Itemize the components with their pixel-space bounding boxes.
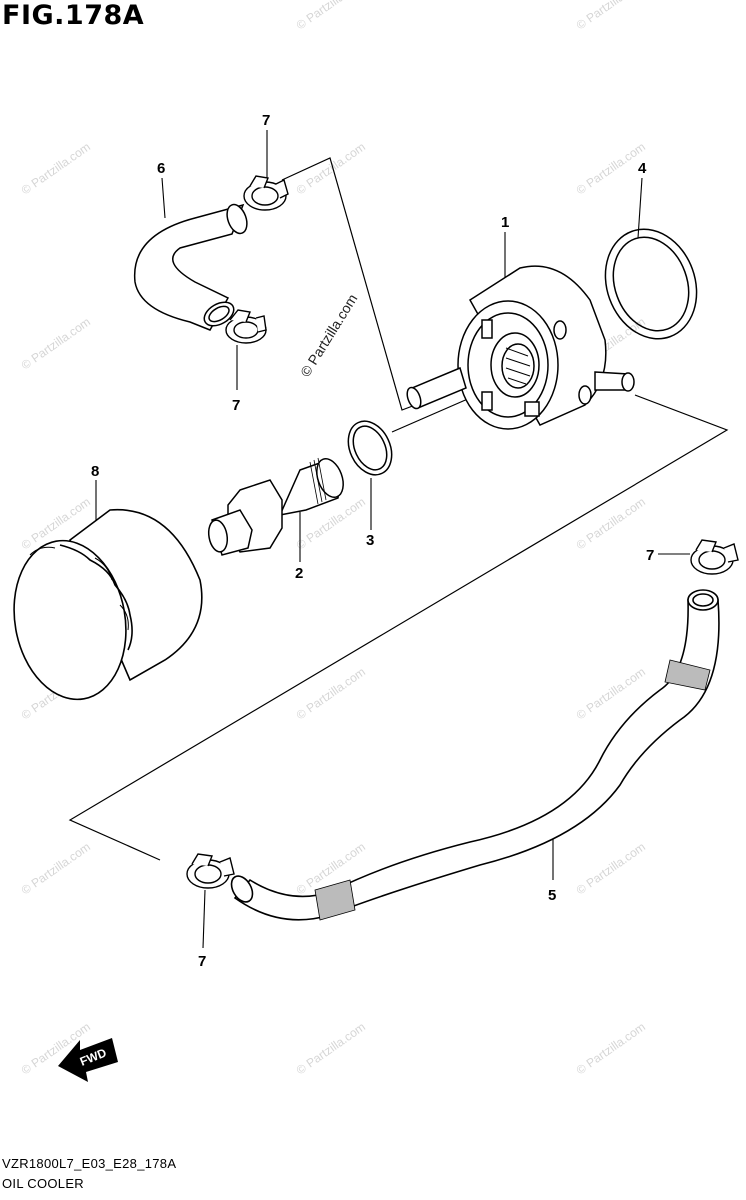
clamp-4 [186, 853, 235, 889]
callout-part-7: 7 [262, 112, 270, 129]
watermark: © Partzilla.com [294, 1020, 368, 1078]
hose-lower [230, 589, 720, 921]
callout-part-5: 5 [548, 887, 556, 904]
oil-cooler [406, 265, 635, 430]
union-bolt [207, 457, 344, 556]
leader-lines [95, 130, 690, 949]
watermark: © Partzilla.com [19, 315, 93, 373]
watermark-center: © Partzilla.com [297, 291, 361, 379]
hose-upper [133, 203, 248, 331]
watermark: © Partzilla.com [294, 665, 368, 723]
clamp-1 [243, 175, 289, 211]
watermark: © Partzilla.com [574, 840, 648, 898]
callout-part-7: 7 [646, 547, 654, 564]
clamp-2 [225, 309, 267, 344]
watermark: © Partzilla.com [574, 495, 648, 553]
footer-name: OIL COOLER [2, 1176, 84, 1191]
watermark: © Partzilla.com [19, 140, 93, 198]
watermark: © Partzilla.com [294, 140, 368, 198]
callouts: 7 6 7 1 4 3 2 8 7 5 7 [91, 112, 654, 970]
watermark: © Partzilla.com [574, 1020, 648, 1078]
watermark: © Partzilla.com [294, 0, 368, 32]
watermark: © Partzilla.com [574, 140, 648, 198]
callout-part-8: 8 [91, 463, 99, 480]
oil-filter [13, 508, 203, 701]
o-ring-large [604, 228, 698, 340]
callout-part-4: 4 [638, 160, 647, 177]
watermark: © Partzilla.com [574, 0, 648, 32]
o-ring-small [347, 420, 393, 476]
callout-part-3: 3 [366, 532, 374, 549]
footer-code: VZR1800L7_E03_E28_178A [2, 1156, 177, 1171]
callout-part-6: 6 [157, 160, 165, 177]
callout-part-7: 7 [198, 953, 206, 970]
clamp-3 [690, 539, 739, 575]
callout-part-1: 1 [501, 214, 509, 231]
callout-part-7: 7 [232, 397, 240, 414]
fwd-arrow: FWD [58, 1038, 118, 1082]
callout-part-2: 2 [295, 565, 303, 582]
watermark: © Partzilla.com [19, 840, 93, 898]
figure-title: FIG.178A [2, 0, 145, 31]
